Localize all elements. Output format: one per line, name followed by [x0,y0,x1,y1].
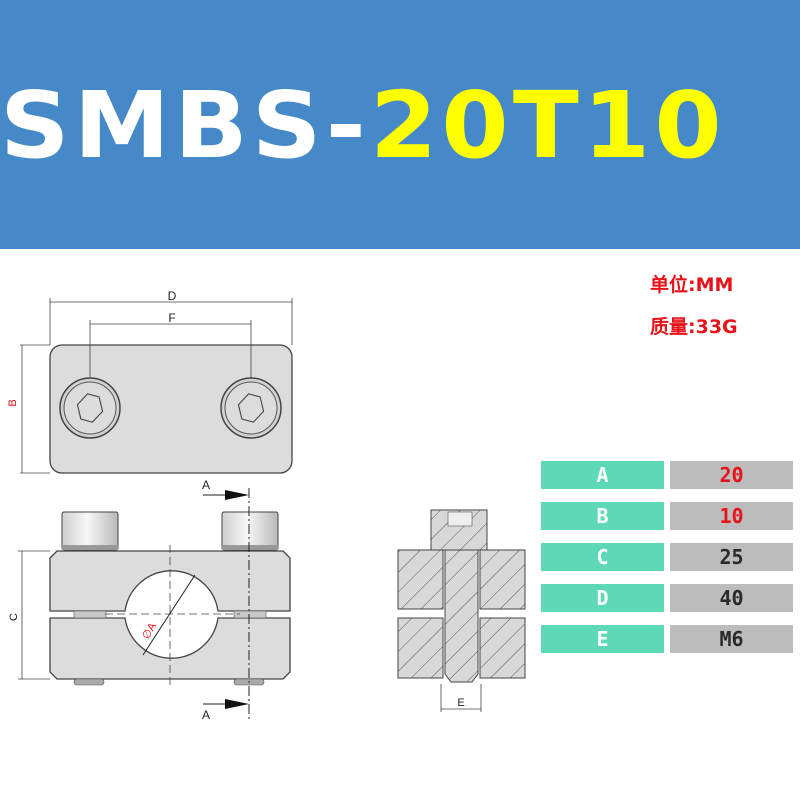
spec-table: A 20 B 10 C 25 D 40 E M6 [541,461,796,666]
spec-row-c: C 25 [541,543,796,571]
spec-row-a: A 20 [541,461,796,489]
product-title: SMBS-20T10 [0,78,800,174]
spec-row-d: D 40 [541,584,796,612]
spec-value: 10 [670,502,793,530]
spec-key: A [541,461,664,489]
top-view: D F B [7,289,293,474]
bolt-head-right [220,377,282,439]
dim-d-label: D [168,289,177,303]
spec-value: 20 [670,461,793,489]
spec-value: 25 [670,543,793,571]
spec-row-e: E M6 [541,625,796,653]
unit-label: 单位:MM [650,274,734,296]
product-size-code: 20T10 [370,72,726,179]
dim-c-label: C [8,613,20,621]
spec-value: M6 [670,625,793,653]
spec-key: E [541,625,664,653]
product-series: SMBS- [0,72,371,179]
weight-label: 质量:33G [650,316,738,338]
spec-key: B [541,502,664,530]
dim-e-label: E [457,697,464,709]
section-a-top-label: A [202,478,210,492]
dim-f-label: F [168,311,175,325]
spec-key: D [541,584,664,612]
spec-key: C [541,543,664,571]
spec-row-b: B 10 [541,502,796,530]
title-banner: SMBS-20T10 [0,0,800,249]
bolt-head-left [59,377,121,439]
dim-diameter-label: ∅A [140,620,159,641]
spec-value: 40 [670,584,793,612]
section-a-bottom-label: A [202,708,210,722]
dim-b-label: B [7,399,19,406]
front-view: ∅A C A A [8,478,291,722]
section-view: E [397,509,526,712]
